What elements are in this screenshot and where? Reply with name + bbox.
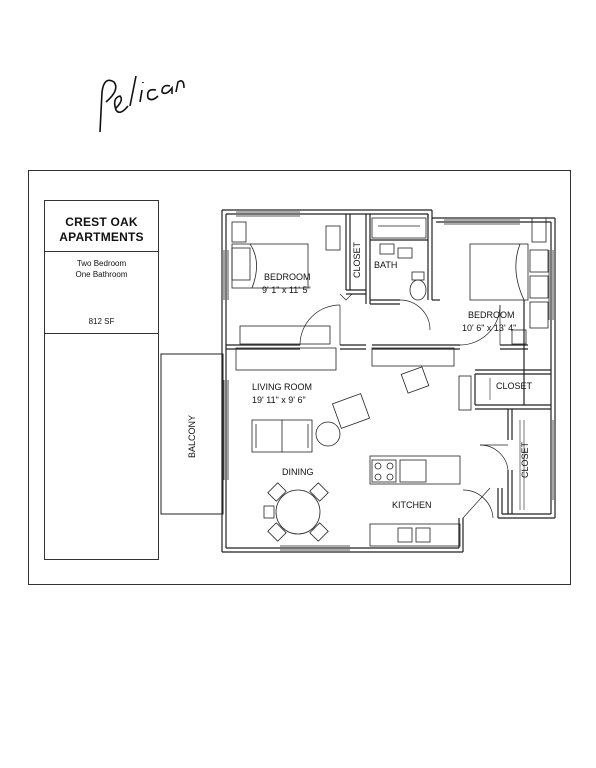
bedroom2-furniture: [469, 217, 549, 345]
bath-fixtures: [371, 217, 427, 301]
balcony-label: BALCONY: [187, 414, 197, 458]
closet-shelves: [489, 378, 525, 510]
closet-right-bottom-label: CLOSET: [520, 441, 530, 478]
bath-label: BATH: [374, 260, 398, 270]
unit-area: 812 SF: [88, 317, 115, 326]
bedroom1-label: BEDROOM: [264, 272, 311, 282]
unit-type-line2: One Bathroom: [75, 270, 128, 279]
floorplan-sheet: [28, 170, 571, 585]
closet-right-top-label: CLOSET: [496, 381, 533, 391]
dining-label: DINING: [282, 467, 314, 477]
handwritten-signature: [99, 75, 185, 133]
property-name-line2: APARTMENTS: [59, 230, 144, 244]
interior-walls: [226, 214, 551, 514]
kitchen-fixtures: [369, 455, 461, 547]
title-divider: [45, 251, 158, 252]
title-divider: [45, 333, 158, 334]
bedroom2-label: BEDROOM: [468, 310, 515, 320]
bedroom1-size: 9' 1" x 11' 5": [262, 285, 311, 295]
balcony-outline: [160, 353, 224, 515]
bedroom2-size: 10' 6" x 13' 4": [462, 323, 517, 333]
windows: [223, 211, 554, 551]
property-name-line1: CREST OAK: [65, 215, 138, 229]
unit-type-line1: Two Bedroom: [76, 259, 127, 268]
door-swings: [299, 293, 509, 519]
bedroom1-furniture: [231, 221, 341, 345]
living-room-label: LIVING ROOM: [252, 382, 313, 392]
living-room-size: 19' 11" x 9' 6": [252, 395, 306, 405]
title-block: CREST OAK APARTMENTS Two Bedroom One Bat…: [44, 200, 159, 560]
closet-left-label: CLOSET: [352, 241, 362, 278]
kitchen-label: KITCHEN: [392, 500, 432, 510]
dining-set: [263, 482, 329, 542]
living-furniture: [235, 347, 472, 453]
